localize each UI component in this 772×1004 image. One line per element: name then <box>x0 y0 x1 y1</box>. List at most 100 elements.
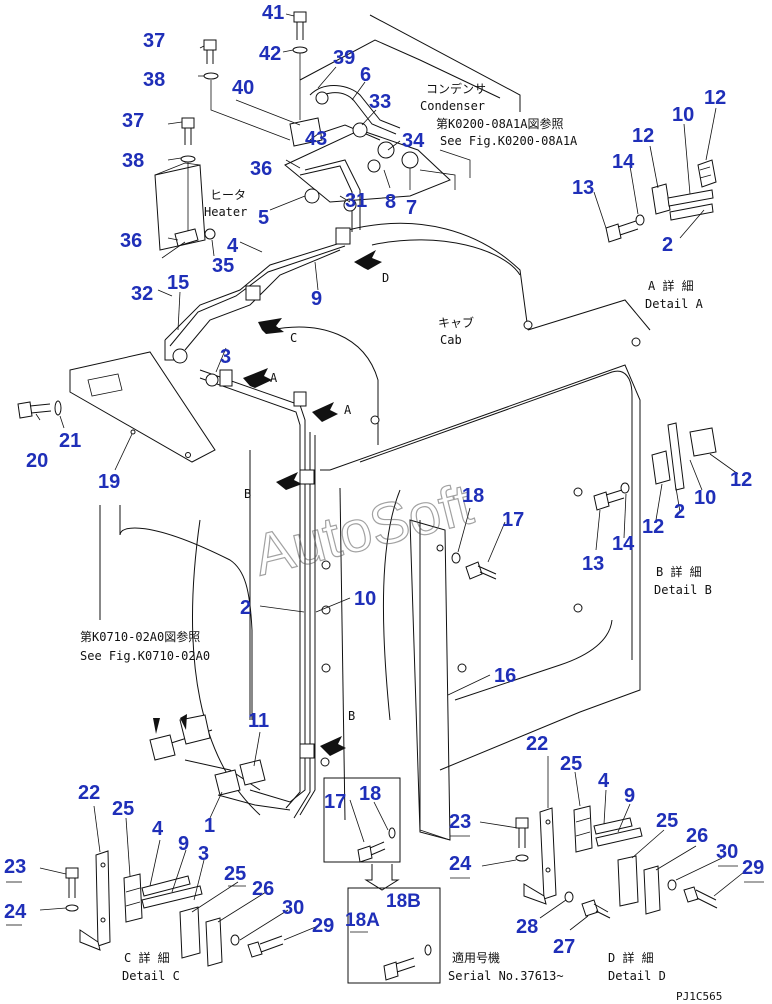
serial-boxes <box>323 777 441 984</box>
part-label-4: 4 <box>227 235 239 257</box>
part-label-5: 5 <box>258 207 269 229</box>
detail-b-title-en: Detail B <box>654 583 712 597</box>
heater-label-en: Heater <box>204 205 247 219</box>
part-label-26: 26 <box>686 825 708 847</box>
fig-ref-2-en: See Fig.K0710-02A0 <box>80 649 210 663</box>
part-label-16: 16 <box>494 665 516 687</box>
part-label-1: 1 <box>204 815 215 837</box>
part-label-36b: 36 <box>120 230 142 252</box>
fig-ref-1-jp: 第K0200-08A1A図参照 <box>436 116 563 131</box>
part-label-42: 42 <box>259 43 281 65</box>
serial-label-jp: 適用号機 <box>452 950 500 965</box>
part-label-17b: 17 <box>324 791 346 813</box>
part-label-3b: 3 <box>198 843 209 865</box>
part-label-10b: 10 <box>672 104 694 126</box>
condenser-label-jp: コンデンサ <box>426 81 486 96</box>
label-underlines <box>6 835 764 933</box>
part-label-29: 29 <box>742 857 764 879</box>
part-label-12c: 12 <box>730 469 752 491</box>
part-label-23b: 23 <box>4 856 26 878</box>
part-label-4c: 4 <box>152 818 164 840</box>
fig-ref-2-jp: 第K0710-02A0図参照 <box>80 629 200 644</box>
part-label-11: 11 <box>248 710 269 732</box>
part-label-3: 3 <box>220 346 231 368</box>
part-label-22: 22 <box>526 733 548 755</box>
part-label-41: 41 <box>262 2 284 24</box>
view-letter-c: C <box>290 331 297 345</box>
part-label-4b: 4 <box>598 770 610 792</box>
part-label-21: 21 <box>59 430 81 452</box>
part-label-36: 36 <box>250 158 272 180</box>
part-label-32: 32 <box>131 283 153 305</box>
part-label-30b: 30 <box>282 897 304 919</box>
part-label-29b: 29 <box>312 915 334 937</box>
part-label-35: 35 <box>212 255 234 277</box>
part-label-18b: 18 <box>359 783 381 805</box>
view-arrows <box>153 250 382 756</box>
cab-label-jp: キャブ <box>438 315 474 330</box>
part-label-12d: 12 <box>642 516 664 538</box>
view-letter-b2: B <box>348 709 355 723</box>
serial-label-en: Serial No.37613~ <box>448 969 564 983</box>
part-label-2b: 2 <box>662 234 673 256</box>
part-label-20: 20 <box>26 450 48 472</box>
part-label-34: 34 <box>402 130 425 152</box>
cab-label-en: Cab <box>440 333 462 347</box>
part-label-39: 39 <box>333 47 355 69</box>
part-label-25c: 25 <box>112 798 134 820</box>
part-label-33: 33 <box>369 91 391 113</box>
part-label-18bb: 18B <box>386 891 421 912</box>
part-label-37b: 37 <box>122 110 144 132</box>
hardware-bolts <box>17 11 497 580</box>
part-label-43: 43 <box>305 128 327 150</box>
heater-label-jp: ヒータ <box>210 188 246 202</box>
part-label-17: 17 <box>502 509 524 531</box>
detail-a-title-en: Detail A <box>645 297 704 311</box>
detail-b-title-jp: B 詳 細 <box>656 564 702 579</box>
heater-unit <box>154 162 206 251</box>
part-label-14: 14 <box>612 151 635 173</box>
part-label-18: 18 <box>462 485 484 507</box>
part-label-18aa: 18A <box>345 910 380 931</box>
part-label-6: 6 <box>360 64 371 86</box>
condenser-label-en: Condenser <box>420 99 485 113</box>
part-label-10c: 10 <box>694 487 716 509</box>
part-label-31: 31 <box>345 190 367 212</box>
part-label-13b: 13 <box>582 553 604 575</box>
detail-d-title-jp: D 詳 細 <box>608 950 654 965</box>
part-number-labels: 41 37 42 39 38 40 6 33 37 43 34 38 36 31… <box>4 2 764 958</box>
hose-routing <box>149 85 419 819</box>
part-label-24: 24 <box>449 853 472 875</box>
detail-a-drawing <box>605 159 717 243</box>
part-label-23: 23 <box>449 811 471 833</box>
part-label-22b: 22 <box>78 782 100 804</box>
detail-d-title-en: Detail D <box>608 969 666 983</box>
cover-plate <box>69 351 216 463</box>
watermark-text: AutoSoft <box>247 471 479 588</box>
detail-d-drawing <box>515 805 718 919</box>
drawing-code: PJ1C565 <box>676 990 722 1003</box>
part-label-13: 13 <box>572 177 594 199</box>
view-letter-d: D <box>382 271 389 285</box>
part-label-38: 38 <box>143 69 165 91</box>
part-label-37: 37 <box>143 30 165 52</box>
detail-c-title-en: Detail C <box>122 969 180 983</box>
part-label-27: 27 <box>553 936 575 958</box>
part-label-14b: 14 <box>612 533 635 555</box>
detail-b-drawing <box>593 422 717 511</box>
part-label-30: 30 <box>716 841 738 863</box>
detail-c-drawing <box>65 850 284 967</box>
part-label-8: 8 <box>385 191 396 213</box>
part-label-9: 9 <box>311 288 322 310</box>
part-label-25d: 25 <box>224 863 246 885</box>
part-label-24b: 24 <box>4 901 27 923</box>
part-label-19: 19 <box>98 471 120 493</box>
view-letter-b1: B <box>244 487 251 501</box>
part-label-10: 10 <box>354 588 376 610</box>
part-label-26b: 26 <box>252 878 274 900</box>
part-label-2: 2 <box>240 597 251 619</box>
part-label-25b: 25 <box>656 810 678 832</box>
fig-ref-1-en: See Fig.K0200-08A1A <box>440 134 578 148</box>
